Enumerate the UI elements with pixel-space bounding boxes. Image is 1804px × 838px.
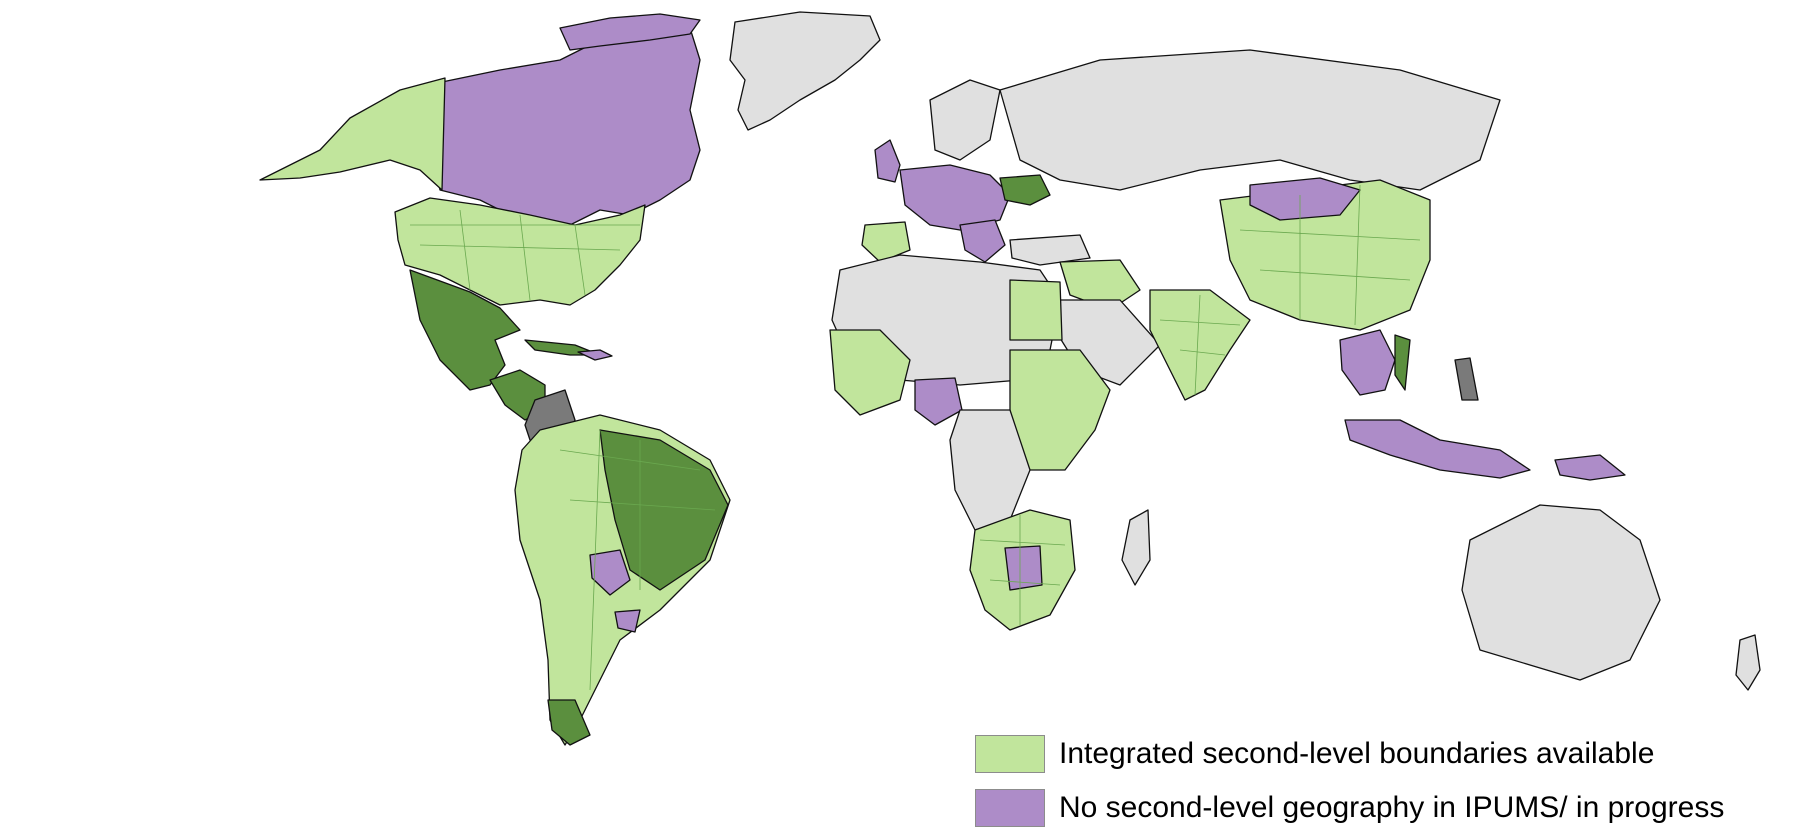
region-middle-east xyxy=(1059,259,1141,311)
legend-label-not-available: No second-level geography in IPUMS/ in p… xyxy=(1059,791,1725,824)
legend-item-available: Integrated second-level boundaries avail… xyxy=(975,730,1724,778)
region-west-africa xyxy=(829,329,911,416)
region-alaska xyxy=(259,77,446,191)
region-indonesia xyxy=(1344,419,1531,479)
region-west-europe xyxy=(899,164,1011,231)
region-australia xyxy=(1461,504,1661,681)
region-ukraine xyxy=(999,174,1051,206)
admin-boundaries xyxy=(410,184,1421,691)
region-new-zealand xyxy=(1735,634,1761,691)
region-uk xyxy=(874,139,901,183)
region-canada xyxy=(429,27,701,231)
region-paraguay xyxy=(589,549,631,596)
region-turkey xyxy=(1009,234,1091,266)
legend-swatch-available xyxy=(975,735,1045,773)
legend-item-not-available: No second-level geography in IPUMS/ in p… xyxy=(975,784,1724,832)
region-mongolia xyxy=(1249,177,1361,221)
region-brazil xyxy=(599,429,729,591)
region-patagonia xyxy=(547,699,591,746)
region-caribbean-purple xyxy=(577,349,613,361)
region-scandinavia xyxy=(929,79,1001,161)
region-egypt xyxy=(1009,279,1063,341)
region-madagascar xyxy=(1121,509,1151,586)
region-india xyxy=(1149,289,1251,401)
region-nigeria xyxy=(914,377,963,426)
legend-swatch-not-available xyxy=(975,789,1045,827)
region-russia xyxy=(999,49,1501,191)
region-uruguay xyxy=(614,609,641,633)
region-balkans xyxy=(959,219,1006,263)
legend-label-available: Integrated second-level boundaries avail… xyxy=(1059,737,1655,770)
region-philippines xyxy=(1454,357,1479,401)
region-indochina xyxy=(1339,329,1396,396)
region-mexico xyxy=(409,269,521,391)
region-china xyxy=(1219,179,1431,331)
region-vietnam xyxy=(1394,334,1411,391)
region-arctic-islands xyxy=(559,13,701,51)
region-greenland xyxy=(729,11,881,131)
region-papua xyxy=(1554,454,1626,481)
region-botswana xyxy=(1004,545,1043,591)
legend: Integrated second-level boundaries avail… xyxy=(975,730,1724,838)
